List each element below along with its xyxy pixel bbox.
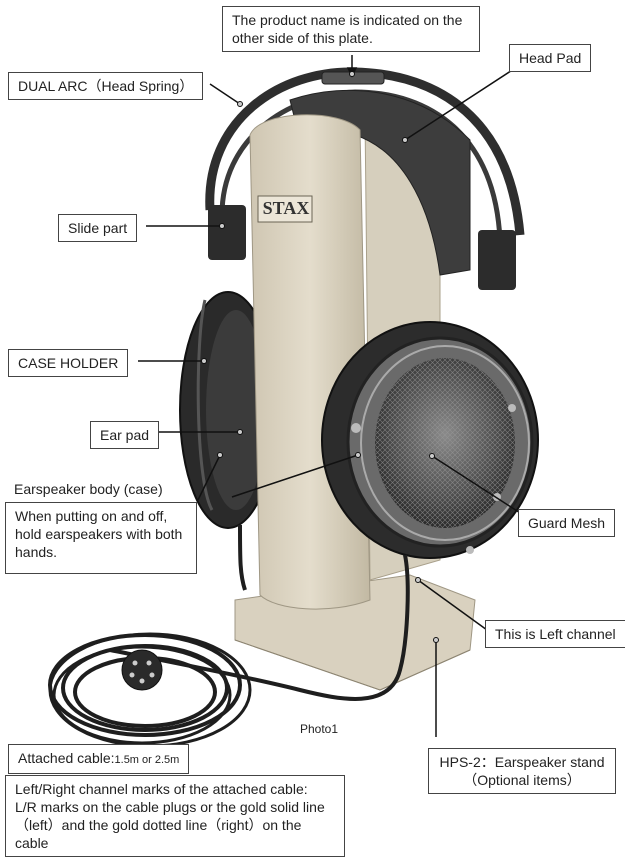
attached-cable-label: Attached cable:1.5m or 2.5m [8, 744, 190, 774]
attached-cable-main: Attached cable: [18, 750, 115, 766]
left-earcup [179, 291, 277, 529]
ear-pad-label: Ear pad [90, 421, 160, 449]
photo-caption: Photo1 [300, 722, 339, 736]
cables [48, 524, 410, 748]
handling-note: When putting on and off, hold earspeaker… [5, 502, 197, 574]
slide-part-label: Slide part [58, 214, 138, 242]
head-pad-label: Head Pad [509, 44, 592, 72]
left-channel-label: This is Left channel [485, 620, 625, 648]
cable-plug [121, 649, 163, 691]
right-earcup [321, 321, 539, 559]
attached-cable-length: 1.5m or 2.5m [114, 754, 180, 766]
case-holder-label: CASE HOLDER [8, 349, 129, 377]
guard-mesh-label: Guard Mesh [518, 509, 616, 537]
product-plate-label: The product name is indicated on the oth… [222, 6, 480, 52]
leader-lines [138, 55, 529, 737]
earspeaker-body-label: Earspeaker body (case) [14, 481, 163, 497]
stand-label: HPS-2：Earspeaker stand （Optional items） [428, 748, 616, 794]
stax-logo: STAX [262, 198, 310, 218]
dual-arc-label: DUAL ARC（Head Spring） [8, 72, 204, 100]
channel-marks-note: Left/Right channel marks of the attached… [5, 775, 345, 857]
